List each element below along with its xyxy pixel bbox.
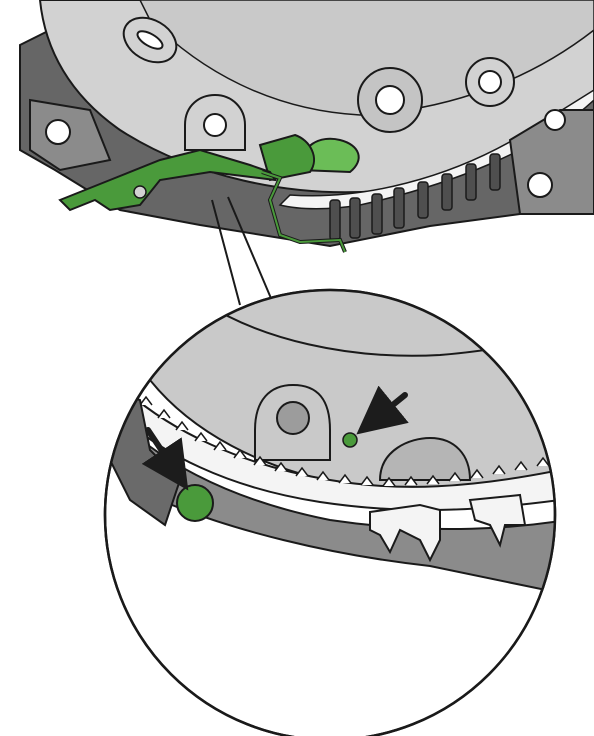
- left-block-hole: [45, 119, 71, 145]
- down-right-arrow-icon: [141, 427, 189, 491]
- boss-right: [357, 67, 423, 133]
- zoom-boss: [254, 383, 331, 461]
- pointer-line-right: [227, 196, 274, 304]
- slot-boss: [122, 16, 178, 64]
- gear-teeth: [139, 395, 550, 487]
- zoom-white-latch: [369, 493, 527, 563]
- right-block-hole: [527, 172, 553, 198]
- top-overview: [19, 0, 594, 306]
- green-lever-part: [58, 133, 360, 253]
- zoom-dome: [378, 436, 472, 481]
- green-alignment-pin: [342, 432, 358, 448]
- right-small-hole: [544, 109, 566, 131]
- green-alignment-hole: [176, 484, 214, 522]
- pointer-line-left: [211, 199, 241, 306]
- ribs: [329, 153, 501, 241]
- magnified-detail: [103, 288, 557, 736]
- down-left-arrow-icon: [356, 385, 409, 435]
- boss-far-right: [465, 57, 515, 107]
- boss-left: [184, 93, 246, 151]
